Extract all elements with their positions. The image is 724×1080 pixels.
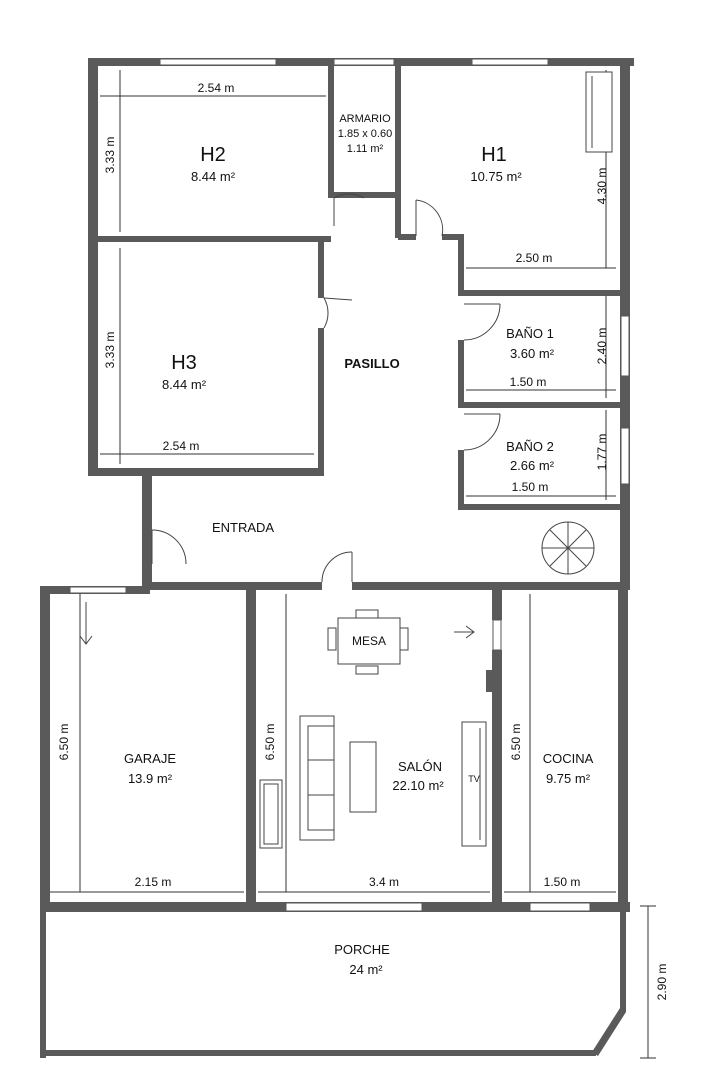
room-bano2-height: 1.77 m	[595, 434, 609, 471]
dining-table	[327, 609, 409, 675]
room-h3-name: H3	[171, 352, 197, 374]
room-salon-name: SALÓN	[398, 759, 442, 774]
room-porche-name: PORCHE	[334, 942, 390, 957]
room-bano1-width: 1.50 m	[510, 375, 547, 389]
room-h3-area: 8.44 m²	[162, 377, 207, 392]
doors	[151, 193, 501, 583]
room-bano2-width: 1.50 m	[512, 480, 549, 494]
room-cocina-name: COCINA	[543, 751, 594, 766]
room-h1-width: 2.50 m	[516, 251, 553, 265]
coffee-table	[349, 741, 377, 813]
windows	[69, 58, 630, 912]
arrow-right-icon	[454, 625, 475, 639]
room-porche: PORCHE 24 m² 2.90 m	[334, 942, 669, 1000]
room-garaje-width: 2.15 m	[135, 875, 172, 889]
room-h2-height: 3.33 m	[103, 137, 117, 174]
room-cocina-width: 1.50 m	[544, 875, 581, 889]
dimension-lines	[50, 70, 656, 1059]
room-bano2: BAÑO 2 2.66 m² 1.50 m 1.77 m	[506, 434, 609, 494]
sofa	[299, 715, 335, 841]
mesa-label: MESA	[352, 634, 386, 648]
room-bano1-height: 2.40 m	[595, 328, 609, 365]
room-bano1: BAÑO 1 3.60 m² 1.50 m 2.40 m	[506, 326, 609, 389]
room-armario-size: 1.85 x 0.60	[338, 128, 392, 140]
room-h1: H1 10.75 m² 2.50 m 4.30 m	[470, 144, 609, 265]
room-h2-width: 2.54 m	[198, 81, 235, 95]
room-bano1-area: 3.60 m²	[510, 346, 555, 361]
room-h1-area: 10.75 m²	[470, 169, 522, 184]
tv-label: TV	[468, 774, 480, 784]
room-h2-area: 8.44 m²	[191, 169, 236, 184]
room-armario-name: ARMARIO	[339, 113, 391, 125]
room-bano2-name: BAÑO 2	[506, 439, 554, 454]
room-pasillo: PASILLO	[344, 356, 399, 371]
room-armario: ARMARIO 1.85 x 0.60 1.11 m²	[338, 113, 392, 155]
room-garaje: GARAJE 13.9 m² 2.15 m 6.50 m	[57, 724, 176, 889]
arrow-down-icon	[79, 602, 93, 645]
room-salon: SALÓN 22.10 m² 3.4 m 6.50 m	[263, 724, 444, 889]
room-cocina-height: 6.50 m	[509, 724, 523, 761]
room-garaje-area: 13.9 m²	[128, 771, 173, 786]
room-h3-height: 3.33 m	[103, 332, 117, 369]
room-h3: H3 8.44 m² 2.54 m 3.33 m	[103, 332, 207, 453]
room-pasillo-name: PASILLO	[344, 356, 399, 371]
room-h1-name: H1	[481, 144, 507, 166]
room-cocina-area: 9.75 m²	[546, 771, 591, 786]
room-porche-height: 2.90 m	[655, 964, 669, 1001]
furniture	[79, 71, 613, 849]
room-cocina: COCINA 9.75 m² 1.50 m 6.50 m	[509, 724, 594, 889]
room-h1-height: 4.30 m	[595, 168, 609, 205]
spiral-staircase-icon	[541, 521, 595, 575]
room-bano2-area: 2.66 m²	[510, 458, 555, 473]
room-garaje-name: GARAJE	[124, 751, 176, 766]
room-bano1-name: BAÑO 1	[506, 326, 554, 341]
room-armario-area: 1.11 m²	[347, 143, 384, 155]
room-entrada: ENTRADA	[212, 520, 274, 535]
room-h3-width: 2.54 m	[163, 439, 200, 453]
room-entrada-name: ENTRADA	[212, 520, 274, 535]
room-h2-name: H2	[200, 144, 226, 166]
room-salon-height: 6.50 m	[263, 724, 277, 761]
room-h2: H2 8.44 m² 2.54 m 3.33 m	[103, 81, 236, 184]
room-salon-width: 3.4 m	[369, 875, 399, 889]
room-garaje-height: 6.50 m	[57, 724, 71, 761]
tv-unit	[461, 721, 487, 847]
room-salon-area: 22.10 m²	[392, 778, 444, 793]
room-porche-area: 24 m²	[349, 962, 383, 977]
